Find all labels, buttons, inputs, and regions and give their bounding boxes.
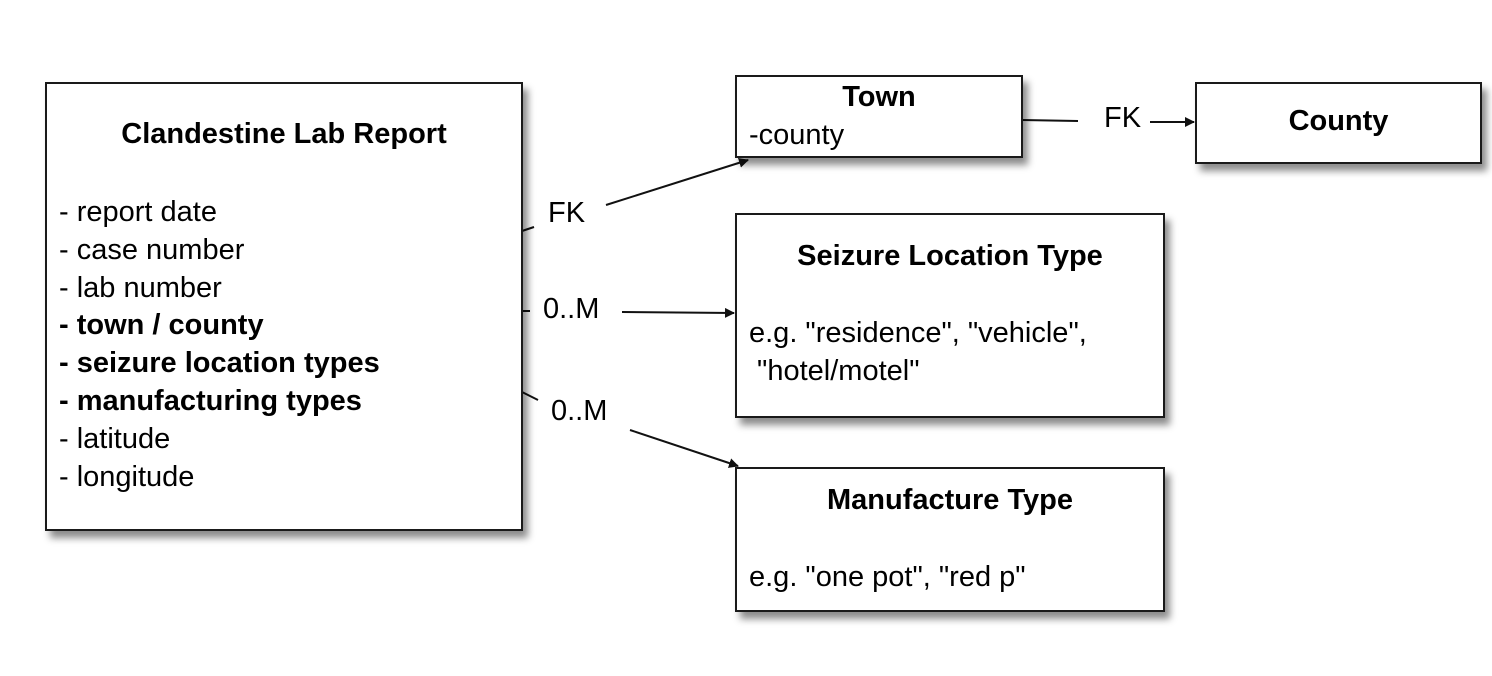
attribute-case-number: - case number <box>59 233 245 266</box>
manufacture-example-line-1: e.g. "one pot", "red p" <box>749 561 1026 593</box>
manufacture-examples: e.g. "one pot", "red p" <box>749 559 1026 597</box>
entity-title-seizure-location-type: Seizure Location Type <box>797 240 1103 272</box>
connector-report-town-stub <box>521 226 535 232</box>
entity-title-clandestine-lab-report: Clandestine Lab Report <box>121 118 447 150</box>
relation-label-report-manufacture: 0..M <box>551 394 608 428</box>
attribute-latitude: - latitude <box>59 422 171 455</box>
connector-town-county-stub <box>1021 119 1079 122</box>
entity-town: Town -county <box>735 75 1023 158</box>
relation-label-report-town: FK <box>548 196 586 230</box>
connector-report-town-arrow <box>605 157 749 206</box>
relation-label-town-county: FK <box>1104 101 1142 135</box>
connector-report-manufacture-stub <box>521 391 539 401</box>
attribute-seizure-location-types: - seizure location types <box>59 347 380 380</box>
attribute-manufacturing-types: - manufacturing types <box>59 384 362 417</box>
connector-report-seizure-arrow <box>621 307 735 318</box>
attribute-report-date: - report date <box>59 196 217 228</box>
attribute-longitude: - longitude <box>59 460 195 493</box>
attribute-town-county: - town / county <box>59 309 264 342</box>
entity-clandestine-lab-report: Clandestine Lab Report - report date - c… <box>45 82 523 531</box>
seizure-location-examples: e.g. "residence", "vehicle", "hotel/mote… <box>749 315 1087 391</box>
connector-report-manufacture-arrow <box>629 429 739 468</box>
entity-title-town: Town <box>842 81 916 113</box>
entity-county: County <box>1195 82 1482 164</box>
relation-label-report-seizure: 0..M <box>543 292 600 326</box>
seizure-example-line-1: e.g. "residence", "vehicle", <box>749 317 1087 349</box>
entity-title-manufacture-type: Manufacture Type <box>826 484 1073 516</box>
attribute-list: - report date - case number - lab number… <box>59 194 380 496</box>
entity-manufacture-type: Manufacture Type e.g. "one pot", "red p" <box>735 467 1165 612</box>
attribute-lab-number: - lab number <box>59 271 222 304</box>
entity-title-county: County <box>1288 105 1389 137</box>
attribute-county: -county <box>749 119 845 151</box>
seizure-example-line-2: "hotel/motel" <box>749 354 920 387</box>
entity-seizure-location-type: Seizure Location Type e.g. "residence", … <box>735 213 1165 418</box>
